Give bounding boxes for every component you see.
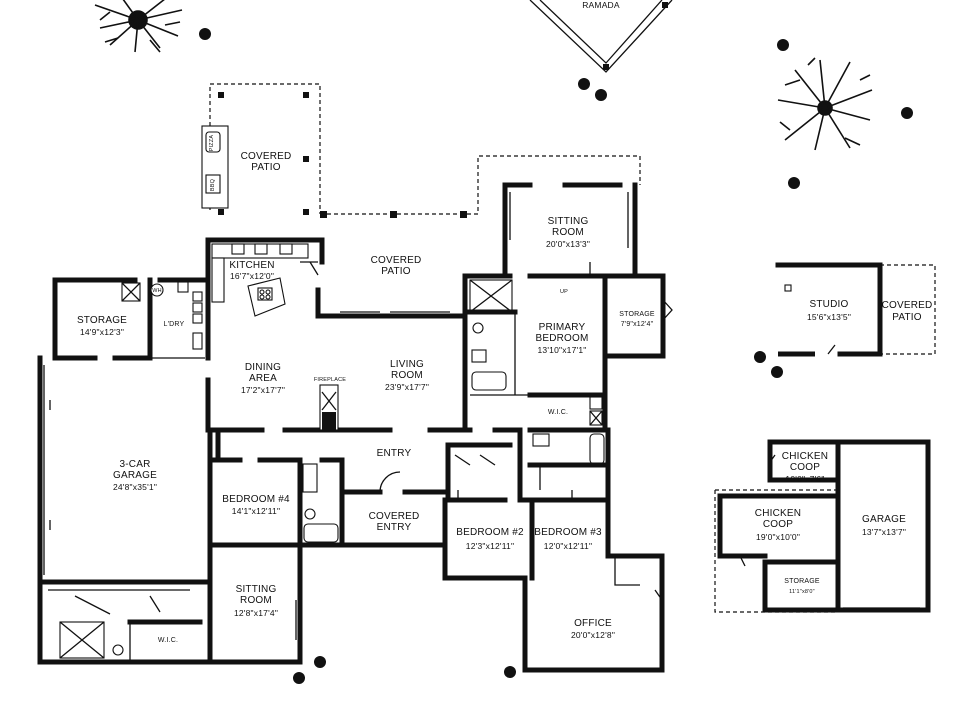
chicken-coop-large-line1: CHICKEN: [755, 508, 801, 519]
primary-bedroom-dims: 13'10"x17'1": [537, 345, 586, 355]
laundry-label: L'DRY: [164, 321, 185, 328]
living-room-line2: ROOM: [391, 370, 423, 381]
bedroom-2-dims: 12'3"x12'11": [466, 541, 514, 551]
bedroom-4-label: BEDROOM #4: [222, 494, 290, 505]
fireplace-label: FIREPLACE: [314, 377, 346, 383]
storage-detached-label: STORAGE: [784, 578, 820, 585]
dining-area-dims: 17'2"x17'7": [241, 385, 285, 395]
chicken-coop-large-dims: 19'0"x10'0": [756, 532, 800, 542]
ramada: RAMADA: [529, 0, 673, 73]
garage-detached-dims: 13'7"x13'7": [862, 527, 906, 537]
office-label: OFFICE: [574, 618, 612, 629]
entry-label: ENTRY: [377, 448, 412, 459]
kitchen-label: KITCHEN: [229, 260, 274, 271]
chicken-coop-small-dims: 10'0"x7'6": [785, 474, 824, 484]
covered-patio-studio-line1: COVERED: [882, 300, 933, 311]
sitting-room-south-line2: ROOM: [240, 595, 272, 606]
garage-detached-label: GARAGE: [862, 514, 906, 525]
dining-area-line1: DINING: [245, 362, 281, 373]
covered-patio-center-line2: PATIO: [381, 266, 411, 277]
coop-garage-building: [714, 439, 931, 613]
sitting-room-north-dims: 20'0"x13'3": [546, 239, 590, 249]
dining-area-line2: AREA: [249, 373, 277, 384]
primary-bedroom-line1: PRIMARY: [539, 322, 586, 333]
sitting-room-north-line1: SITTING: [548, 216, 589, 227]
room-labels: COVERED PATIO PIZZA BBQ COVERED PATIO SI…: [77, 135, 932, 644]
tree-top-left-icon: [94, 0, 183, 53]
storage-west-label: STORAGE: [77, 315, 127, 326]
sitting-room-south-line1: SITTING: [236, 584, 277, 595]
sitting-room-north-line2: ROOM: [552, 227, 584, 238]
water-heater-label: WH: [152, 288, 162, 294]
ramada-label: RAMADA: [582, 0, 620, 10]
wic-south-label: W.I.C.: [158, 637, 178, 644]
kitchen-dims: 16'7"x12'0": [230, 271, 274, 281]
stairs-up-label: UP: [560, 289, 568, 295]
chicken-coop-small-line1: CHICKEN: [782, 451, 828, 462]
bedroom-3-label: BEDROOM #3: [534, 527, 602, 538]
main-house-walls: [37, 83, 673, 673]
pizza-oven-label: PIZZA: [209, 135, 215, 152]
storage-primary-label: STORAGE: [619, 311, 655, 318]
covered-patio-west-line2: PATIO: [251, 162, 281, 173]
covered-entry-line2: ENTRY: [377, 522, 412, 533]
storage-west-dims: 14'9"x12'3": [80, 327, 124, 337]
living-room-dims: 23'9"x17'7": [385, 382, 429, 392]
living-room-line1: LIVING: [390, 359, 424, 370]
storage-primary-dims: 7'9"x12'4": [621, 321, 654, 328]
chicken-coop-large-line2: COOP: [763, 519, 793, 530]
garage-3car-dims: 24'8"x35'1": [113, 482, 157, 492]
shrubs-icon: [199, 28, 913, 684]
chicken-coop-small-line2: COOP: [790, 462, 820, 473]
covered-entry-line1: COVERED: [369, 511, 420, 522]
sitting-room-south-dims: 12'8"x17'4": [234, 608, 278, 618]
garage-3car-line2: GARAGE: [113, 470, 157, 481]
tree-right-icon: [777, 57, 873, 151]
bedroom-4-dims: 14'1"x12'11": [232, 506, 280, 516]
covered-patio-west-line1: COVERED: [241, 151, 292, 162]
bedroom-3-dims: 12'0"x12'11": [544, 541, 592, 551]
studio-dims: 15'6"x13'5": [807, 312, 851, 322]
bbq-label: BBQ: [210, 178, 216, 191]
wic-primary-label: W.I.C.: [548, 409, 568, 416]
primary-bedroom-line2: BEDROOM: [535, 333, 588, 344]
office-dims: 20'0"x12'8": [571, 630, 615, 640]
studio-label: STUDIO: [810, 299, 849, 310]
studio-building: [775, 262, 936, 357]
garage-3car-line1: 3-CAR: [119, 459, 150, 470]
bedroom-2-label: BEDROOM #2: [456, 527, 524, 538]
storage-detached-dims: 11'1"x8'0": [789, 589, 815, 595]
covered-patio-studio-line2: PATIO: [892, 312, 922, 323]
covered-patio-center-line1: COVERED: [371, 255, 422, 266]
